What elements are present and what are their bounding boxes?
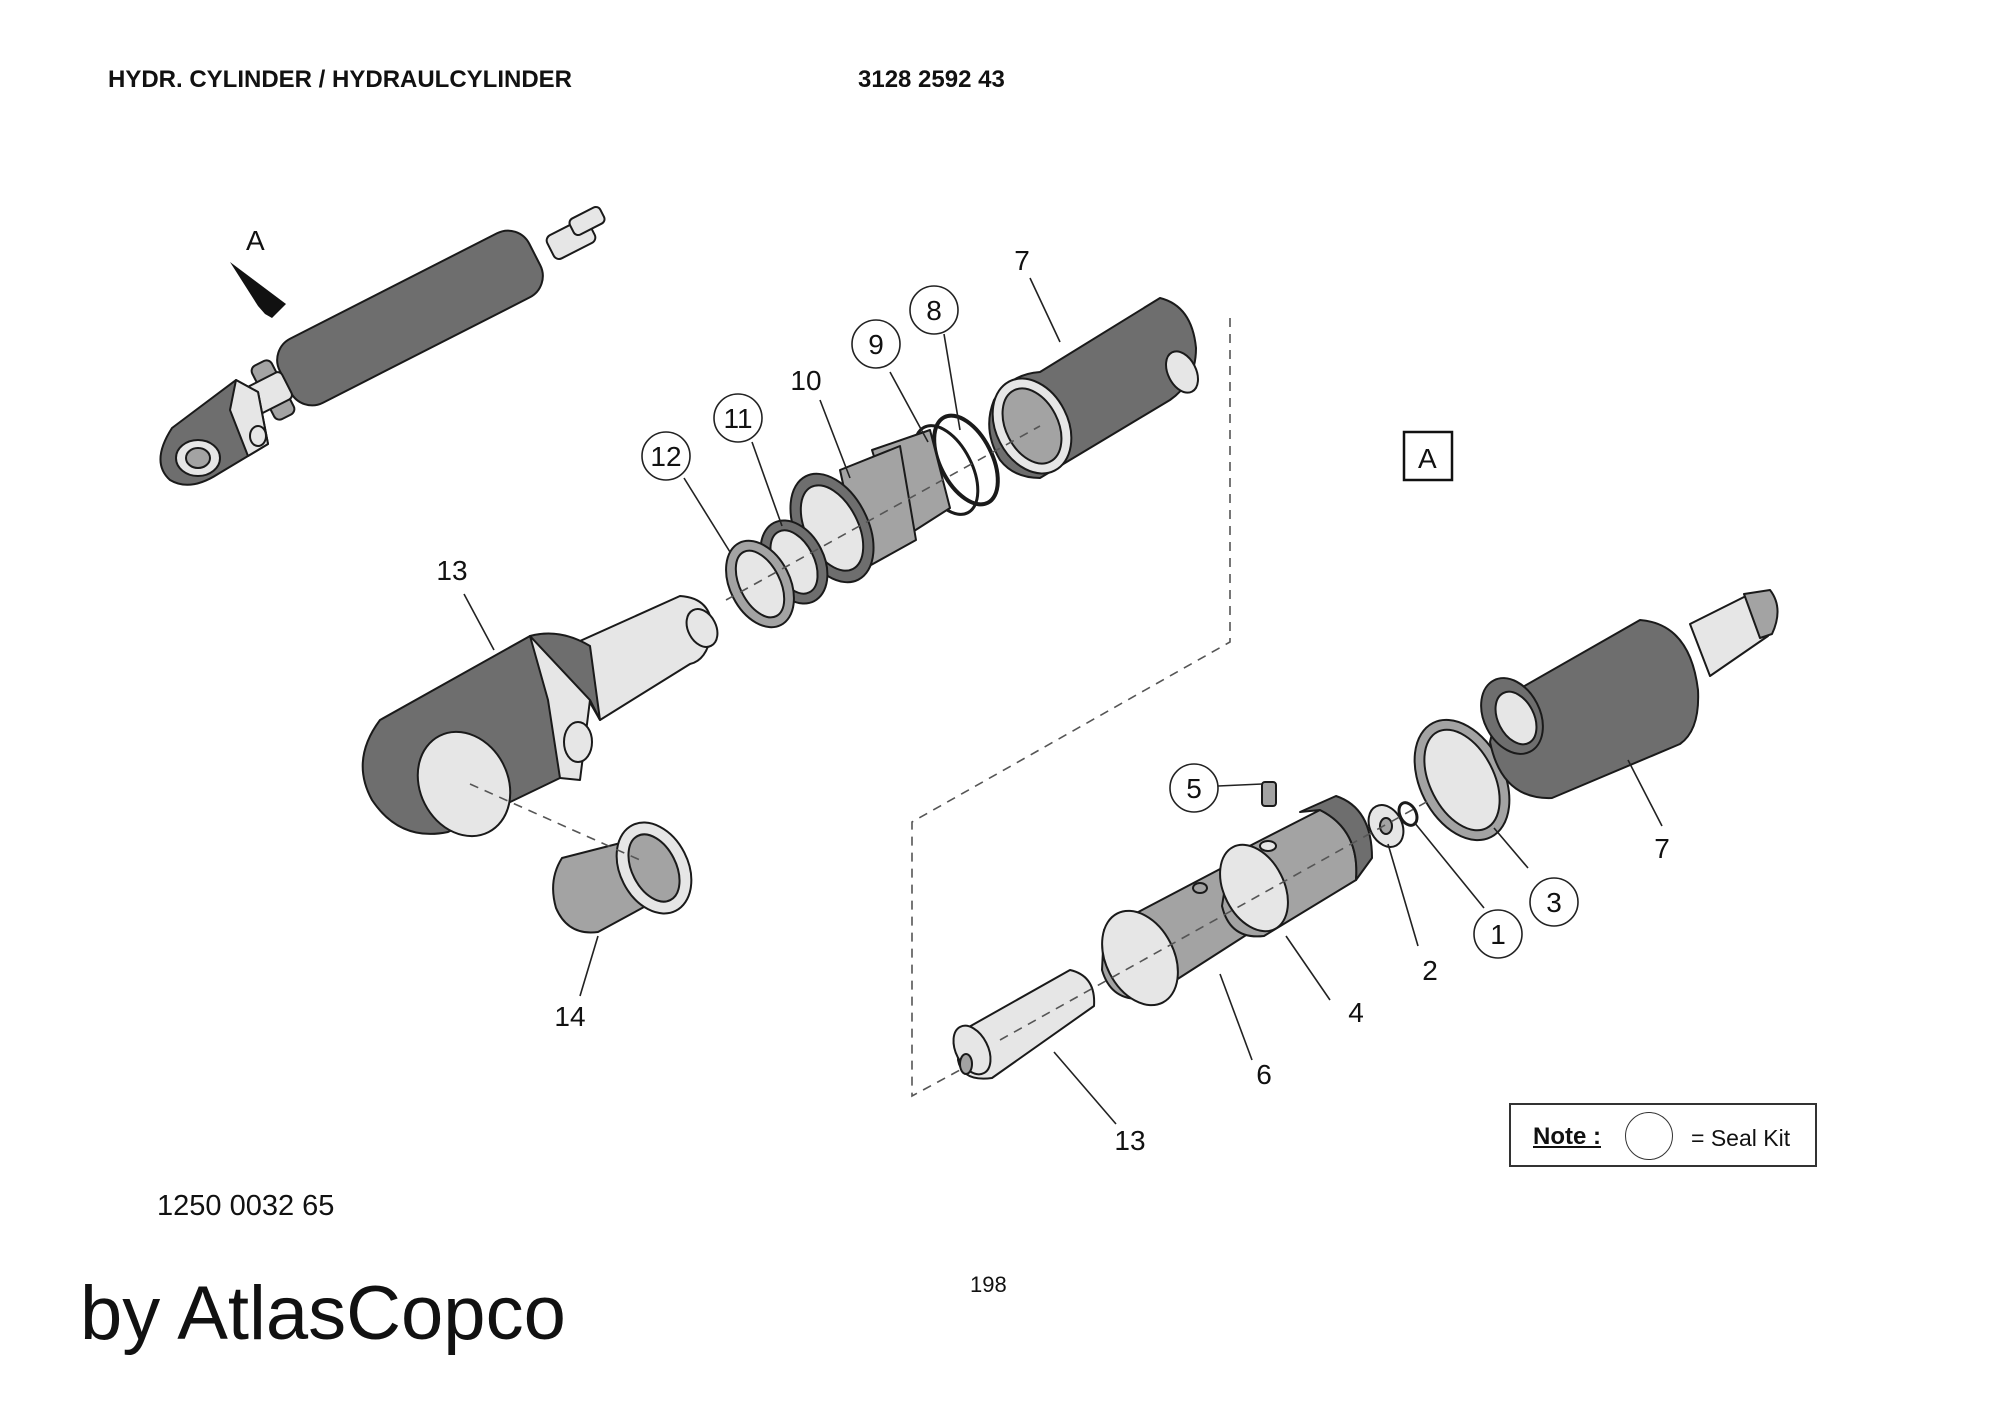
- callout-14: 14: [554, 1001, 585, 1032]
- seal-kit-legend: Note : = Seal Kit: [1509, 1103, 1817, 1167]
- part-6-piston: [1101, 867, 1256, 1007]
- callout-7-lower: 7: [1654, 833, 1670, 864]
- seal-kit-circle-icon: [1625, 1112, 1673, 1160]
- legend-note-label: Note :: [1533, 1123, 1601, 1150]
- part-12-wiper: [725, 539, 795, 629]
- assembly-part-number: 3128 2592 43: [858, 66, 1005, 93]
- part-5-set-screw: [1261, 781, 1277, 807]
- drawing-title: HYDR. CYLINDER / HYDRAULCYLINDER: [108, 66, 573, 93]
- callout-10: 10: [790, 365, 821, 396]
- axis-line-piston: [999, 799, 1431, 1041]
- detail-view-label: A: [1418, 443, 1437, 474]
- callout-7-upper: 7: [1014, 245, 1030, 276]
- axis-line-head: [725, 425, 1041, 601]
- callout-11: 11: [723, 403, 752, 434]
- part-14-bushing: [552, 821, 693, 934]
- legend-text: = Seal Kit: [1691, 1125, 1791, 1151]
- part-7-tube-upper: [988, 297, 1199, 479]
- callout-6: 6: [1256, 1059, 1272, 1090]
- detail-view-box: A: [1402, 430, 1454, 482]
- callout-12: 12: [650, 441, 681, 472]
- callout-1: 1: [1490, 919, 1506, 950]
- detail-pointer-icon: [230, 262, 286, 318]
- callout-3: 3: [1546, 887, 1562, 918]
- callout-9: 9: [868, 329, 884, 360]
- detail-marker-label: A: [246, 225, 265, 256]
- part-13-piston-rod-lower: [952, 969, 1096, 1080]
- part-2-washer: [1367, 804, 1405, 848]
- page-number: 198: [970, 1272, 1007, 1297]
- part-1-oring: [1397, 801, 1419, 827]
- part-4-piston-head: [1219, 795, 1373, 938]
- callout-2: 2: [1422, 955, 1438, 986]
- leader-lines: [463, 277, 1663, 1125]
- part-8-oring: [932, 413, 1000, 507]
- callout-numbers: 7 8 9 10 11 12 13 14 5 4 6 13 2 1 3 7: [436, 245, 1669, 1156]
- drawing-number: 1250 0032 65: [157, 1190, 335, 1222]
- part-13-piston-rod-eye: [361, 595, 719, 838]
- callout-8: 8: [926, 295, 942, 326]
- callout-13-lower: 13: [1114, 1125, 1145, 1156]
- callout-5: 5: [1186, 773, 1202, 804]
- callout-bubbles: [641, 285, 1579, 959]
- overview-cylinder: A: [159, 205, 606, 486]
- brand-footer: by AtlasCopco: [80, 1271, 566, 1356]
- callout-13-upper: 13: [436, 555, 467, 586]
- detail-view-boundary: [911, 318, 1231, 1098]
- part-7-tube-lower: [1480, 589, 1779, 800]
- callout-4: 4: [1348, 997, 1364, 1028]
